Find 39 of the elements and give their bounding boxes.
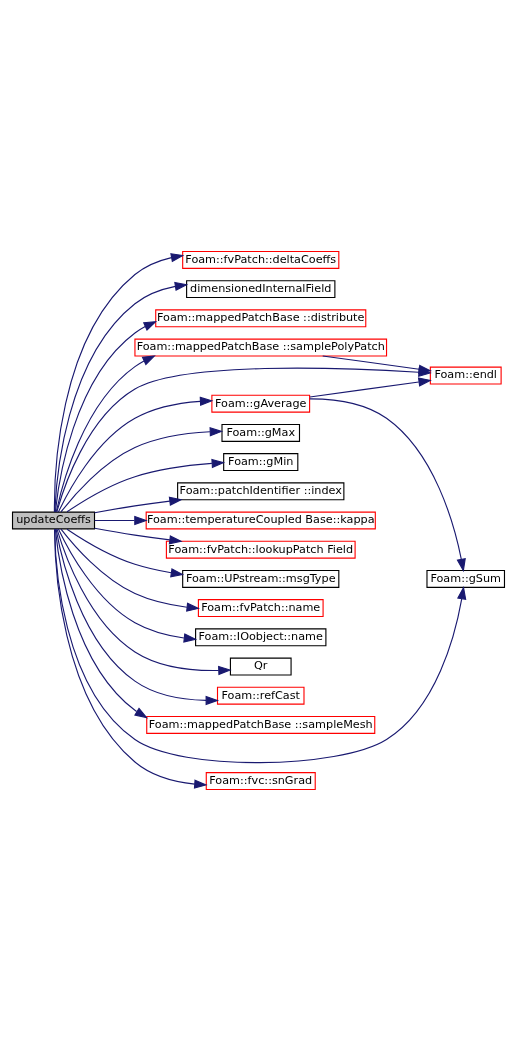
- arrow: [54, 528, 208, 789]
- node-box: Qr: [229, 657, 292, 676]
- node-box: Foam::UPstream::msgType: [182, 569, 340, 588]
- arrow: [57, 396, 214, 513]
- node-box: Foam::mappedPatchBase ::sampleMesh: [146, 715, 376, 734]
- arrow: [54, 321, 158, 513]
- arrow: [66, 528, 185, 578]
- arrow: [56, 528, 232, 676]
- node-box: Foam::mappedPatchBase ::samplePolyPatch: [134, 338, 388, 357]
- node-box: Foam::fvPatch::name: [197, 599, 324, 618]
- arrow: [94, 515, 148, 526]
- arrow: [94, 527, 183, 545]
- arrow: [55, 528, 220, 706]
- node-box: Foam::gSum: [426, 569, 506, 588]
- node-box: Foam::mappedPatchBase ::distribute: [155, 309, 367, 328]
- node-box: dimensionedInternalField: [186, 280, 336, 299]
- node-box: Foam::fvc::snGrad: [205, 772, 316, 791]
- node-box: Foam::gMin: [223, 453, 299, 472]
- arrow: [309, 377, 432, 398]
- arrow: [57, 528, 198, 643]
- arrow: [60, 427, 224, 513]
- arrow: [55, 355, 156, 513]
- arrow: [54, 528, 149, 719]
- node-box: updateCoeffs: [11, 511, 96, 530]
- node-box: Foam::fvPatch::lookupPatch Field: [165, 540, 356, 559]
- node-box: Foam::temperatureCoupled Base::kappa: [145, 511, 376, 530]
- arrow: [94, 496, 183, 514]
- arrow: [54, 528, 467, 764]
- node-box: Foam::IOobject::name: [195, 628, 327, 647]
- node-box: Foam::endl: [429, 366, 502, 385]
- arrow: [322, 355, 433, 374]
- arrow: [60, 528, 200, 612]
- node-box: Foam::fvPatch::deltaCoeffs: [182, 250, 340, 269]
- node-box: Foam::refCast: [216, 686, 305, 705]
- node-box: Foam::patchIdentifier ::index: [177, 482, 345, 501]
- arrow: [309, 398, 466, 573]
- node-box: Foam::gAverage: [211, 394, 311, 413]
- node-box: Foam::gMax: [221, 423, 301, 442]
- arrow: [66, 458, 226, 513]
